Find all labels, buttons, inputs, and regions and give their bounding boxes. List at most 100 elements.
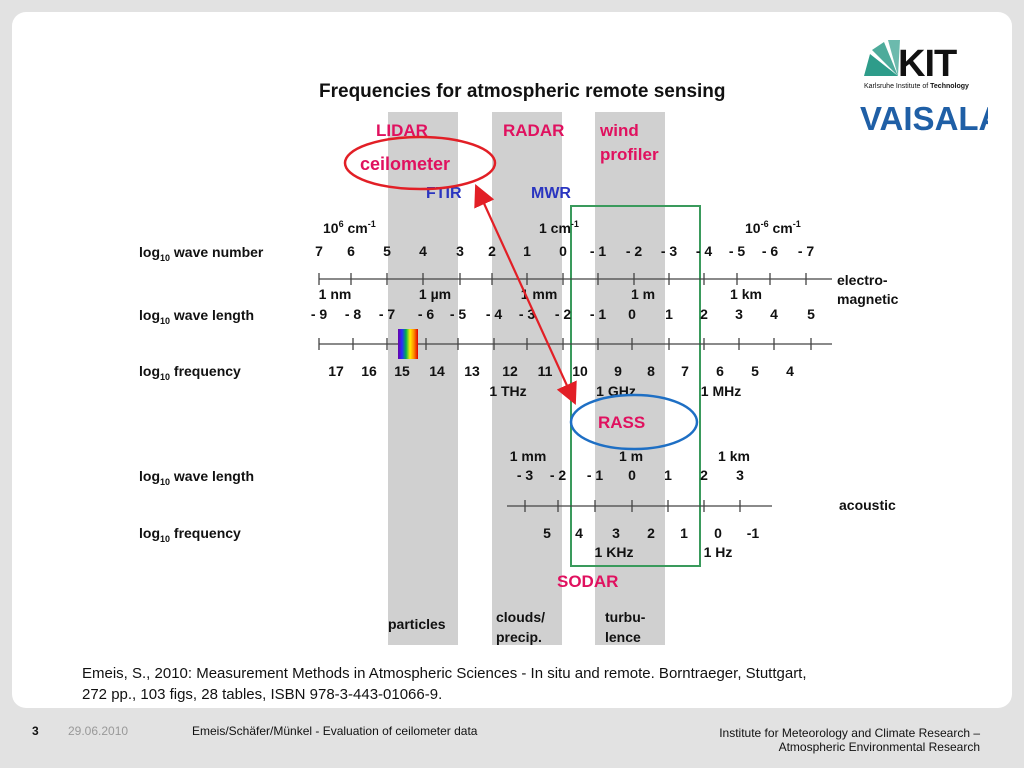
citation: Emeis, S., 2010: Measurement Methods in …	[82, 663, 942, 705]
emf-unit-2: 1 MHz	[701, 383, 741, 399]
label-sodar: SODAR	[557, 572, 618, 591]
emf-tick-11: 6	[716, 363, 724, 379]
wn-tick-13: - 6	[762, 243, 779, 259]
emf-tick-13: 4	[786, 363, 794, 379]
acwl-tick-2: - 1	[587, 467, 604, 483]
wn-tick-10: - 3	[661, 243, 678, 259]
acf-unit-0: 1 KHz	[595, 544, 634, 560]
footer-institute: Institute for Meteorology and Climate Re…	[719, 726, 980, 754]
emf-tick-8: 9	[614, 363, 622, 379]
emf-tick-1: 16	[361, 363, 377, 379]
emwl-unit-0: 1 nm	[319, 286, 352, 302]
emwl-tick-7: - 2	[555, 306, 572, 322]
acf-tick-2: 3	[612, 525, 620, 541]
wn-tick-8: - 1	[590, 243, 607, 259]
band-label-turb-1: turbu-	[605, 609, 646, 625]
rass-ellipse	[569, 393, 699, 451]
label-wind: wind	[599, 121, 639, 140]
emf-tick-12: 5	[751, 363, 759, 379]
row-label-ac-wavelength: log10 wave length	[139, 468, 254, 487]
emf-tick-5: 12	[502, 363, 518, 379]
vaisala-wordmark: VAISALA	[860, 100, 988, 137]
footer-institute-line-1: Institute for Meteorology and Climate Re…	[719, 726, 980, 740]
side-magnetic: magnetic	[837, 291, 899, 307]
footer-date: 29.06.2010	[68, 724, 129, 738]
wn-tick-2: 5	[383, 243, 391, 259]
emwl-tick-3: - 6	[418, 306, 435, 322]
kit-fan-icon	[864, 40, 900, 76]
wn-tick-12: - 5	[729, 243, 746, 259]
emwl-tick-14: 5	[807, 306, 815, 322]
slide-title: Frequencies for atmospheric remote sensi…	[319, 81, 726, 102]
band-label-turb-2: lence	[605, 629, 641, 645]
label-ceilometer: ceilometer	[360, 154, 450, 174]
acf-tick-5: 0	[714, 525, 722, 541]
slide: Frequencies for atmospheric remote sensi…	[12, 12, 1012, 708]
label-radar: RADAR	[503, 121, 564, 140]
row-label-em-wavenumber: log10 wave number	[139, 244, 264, 263]
band-label-clouds-2: precip.	[496, 629, 542, 645]
row-label-ac-frequency: log10 frequency	[139, 525, 241, 544]
acwl-unit-2: 1 km	[718, 448, 750, 464]
kit-vaisala-logo: KIT Karlsruhe Institute of Technology VA…	[860, 40, 988, 137]
emf-tick-7: 10	[572, 363, 588, 379]
visible-spectrum	[398, 329, 418, 359]
emwl-unit-3: 1 m	[631, 286, 655, 302]
wn-tick-4: 3	[456, 243, 464, 259]
wn-unit-3: 10-6 cm-1	[745, 219, 801, 236]
emf-tick-0: 17	[328, 363, 344, 379]
emf-unit-0: 1 THz	[489, 383, 526, 399]
emf-tick-2: 15	[394, 363, 410, 379]
emwl-tick-4: - 5	[450, 306, 467, 322]
acf-tick-3: 2	[647, 525, 655, 541]
emwl-unit-4: 1 km	[730, 286, 762, 302]
emwl-tick-8: - 1	[590, 306, 607, 322]
emwl-unit-1: 1 µm	[419, 286, 451, 302]
ceilometer-ellipse	[343, 135, 497, 191]
kit-subtitle: Karlsruhe Institute of Technology	[864, 83, 969, 90]
emf-tick-4: 13	[464, 363, 480, 379]
emwl-tick-5: - 4	[486, 306, 503, 322]
footer-institute-line-2: Atmospheric Environmental Research	[778, 740, 980, 754]
acwl-unit-1: 1 m	[619, 448, 643, 464]
emwl-tick-11: 2	[700, 306, 708, 322]
band-turbulence	[595, 112, 665, 645]
band-label-particles: particles	[388, 616, 446, 632]
wn-tick-6: 1	[523, 243, 531, 259]
wn-tick-1: 6	[347, 243, 355, 259]
emwl-tick-9: 0	[628, 306, 636, 322]
footer: 3 29.06.2010 Emeis/Schäfer/Münkel - Eval…	[0, 708, 1024, 768]
wn-unit-1: 106 cm-1	[323, 219, 376, 236]
emwl-tick-2: - 7	[379, 306, 396, 322]
label-mwr: MWR	[531, 185, 571, 202]
emwl-tick-10: 1	[665, 306, 673, 322]
kit-wordmark: KIT	[898, 43, 957, 85]
emwl-tick-0: - 9	[311, 306, 328, 322]
emf-tick-9: 8	[647, 363, 655, 379]
acwl-unit-0: 1 mm	[510, 448, 547, 464]
acf-tick-1: 4	[575, 525, 583, 541]
wn-tick-5: 2	[488, 243, 496, 259]
label-rass: RASS	[598, 413, 645, 432]
row-label-em-frequency: log10 frequency	[139, 363, 241, 382]
row-label-em-wavelength: log10 wave length	[139, 307, 254, 326]
acwl-tick-6: 3	[736, 467, 744, 483]
acwl-tick-1: - 2	[550, 467, 567, 483]
emwl-tick-13: 4	[770, 306, 778, 322]
link-arrow	[474, 183, 577, 406]
acwl-tick-0: - 3	[517, 467, 534, 483]
acwl-tick-4: 1	[664, 467, 672, 483]
label-profiler: profiler	[600, 145, 659, 164]
emf-tick-6: 11	[538, 363, 553, 379]
acf-tick-6: -1	[747, 525, 760, 541]
band-particles	[388, 112, 458, 645]
emf-tick-3: 14	[429, 363, 445, 379]
page-number: 3	[32, 724, 39, 738]
emwl-tick-12: 3	[735, 306, 743, 322]
wn-tick-14: - 7	[798, 243, 815, 259]
footer-talk-title: Emeis/Schäfer/Münkel - Evaluation of cei…	[192, 724, 478, 738]
citation-line-2: 272 pp., 103 figs, 28 tables, ISBN 978-3…	[82, 686, 443, 703]
acf-tick-4: 1	[680, 525, 688, 541]
side-electro: electro-	[837, 272, 888, 288]
wn-tick-3: 4	[419, 243, 427, 259]
